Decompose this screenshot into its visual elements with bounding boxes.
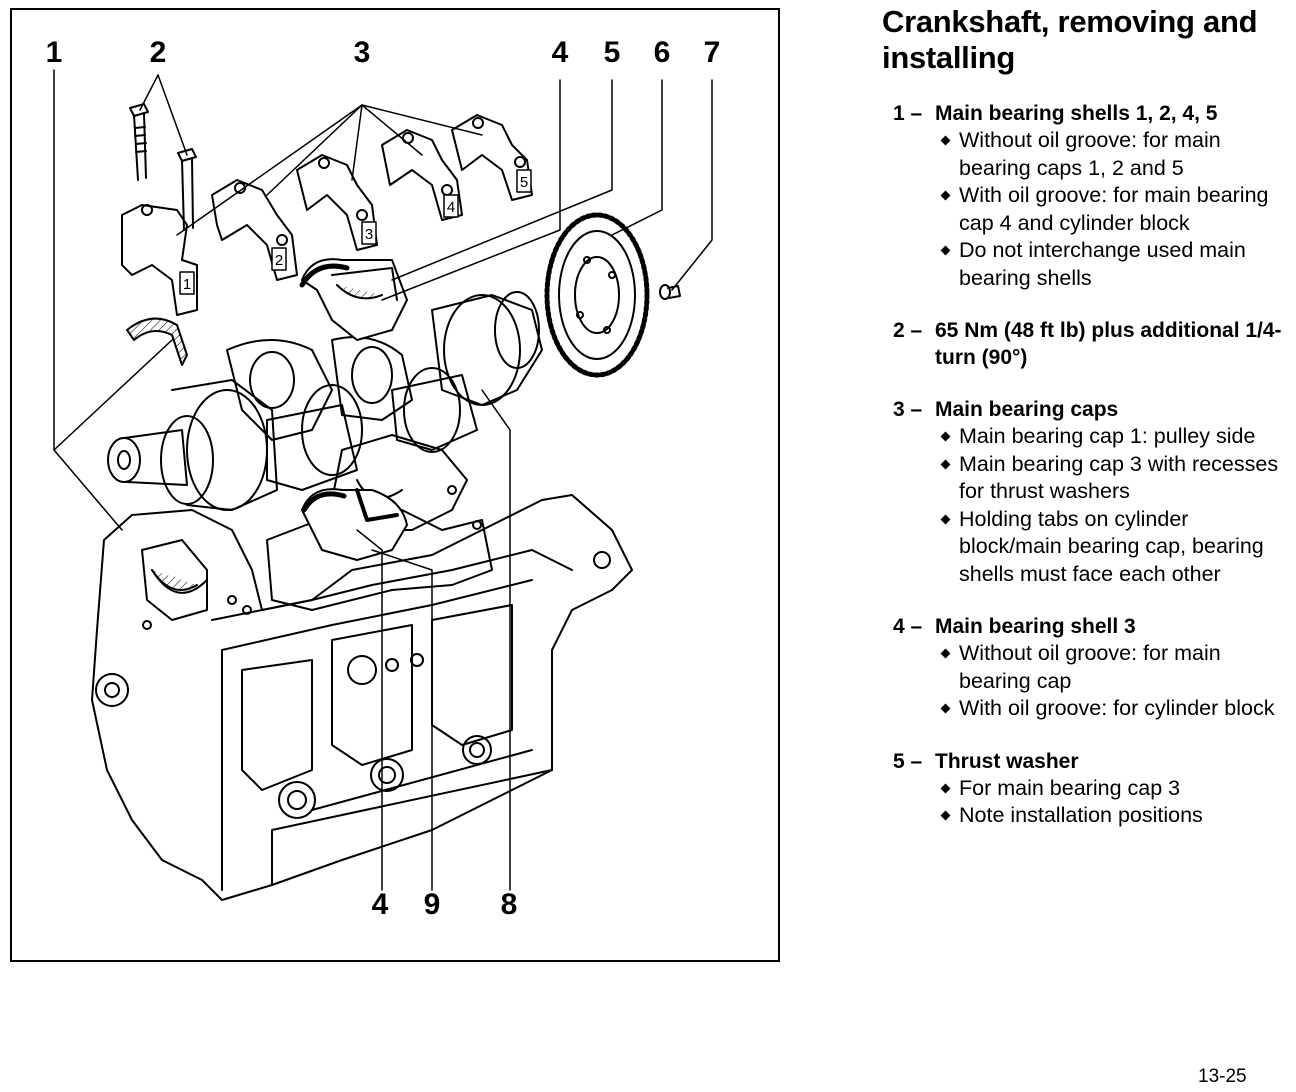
callout-8: 8	[500, 888, 518, 921]
callout-7: 7	[703, 36, 721, 69]
callout-4: 4	[551, 36, 569, 69]
leader-lines	[53, 69, 713, 891]
bullet-diamond-icon	[937, 802, 959, 830]
part-note: Without oil groove: for main bearing cap	[937, 640, 1293, 695]
cap-label: 5	[520, 174, 528, 191]
callout-6: 6	[653, 36, 671, 69]
part-number: 5 –	[893, 749, 923, 773]
bearing-shells	[126, 258, 408, 591]
cap-label: 4	[447, 199, 455, 216]
main-bearing-cap-bolts	[129, 103, 197, 231]
bullet-diamond-icon	[937, 695, 959, 723]
part-note: Holding tabs on cylinder block/main bear…	[937, 506, 1293, 589]
bullet-diamond-icon	[937, 182, 959, 237]
page-title: Crankshaft, removing and installing	[882, 4, 1258, 75]
part-note: Do not interchange used main bearing she…	[937, 237, 1293, 292]
cap-label: 3	[365, 226, 373, 243]
callout-9: 9	[423, 888, 441, 921]
part-number: 4 –	[893, 615, 923, 638]
bullet-diamond-icon	[937, 506, 959, 589]
sensor-wheel-bolt	[659, 284, 681, 300]
callout-1: 1	[45, 36, 63, 69]
part-note: Main bearing cap 1: pulley side	[937, 423, 1293, 451]
part-note: For main bearing cap 3	[937, 775, 1293, 803]
part-heading: Main bearing shells 1, 2, 4, 5	[935, 102, 1218, 125]
callout-5: 5	[603, 36, 621, 69]
part-number: 1 –	[893, 102, 923, 125]
part-heading: 65 Nm (48 ft lb) plus additional 1/4-tur…	[935, 319, 1282, 369]
callout-2: 2	[149, 36, 167, 69]
part-note: With oil groove: for cylinder block	[937, 695, 1293, 723]
cap-number-boxes	[179, 169, 532, 295]
main-bearing-caps	[121, 114, 533, 316]
bullet-diamond-icon	[937, 423, 959, 451]
part-note: Main bearing cap 3 with recesses for thr…	[937, 451, 1293, 506]
callout-4-lower: 4	[371, 888, 389, 921]
page-number: 13-25	[1198, 1066, 1247, 1087]
parts-list: 1 – Main bearing shells 1, 2, 4, 5 Witho…	[893, 100, 1293, 855]
bullet-diamond-icon	[937, 451, 959, 506]
cap-label: 2	[275, 252, 283, 269]
cap-number-labels: 1 2 3 4 5	[183, 174, 528, 293]
bullet-diamond-icon	[937, 127, 959, 182]
part-note: With oil groove: for main bearing cap 4 …	[937, 182, 1293, 237]
engine-block-illustration: 1 2 3 4 5	[53, 69, 713, 901]
part-heading: Thrust washer	[935, 749, 1079, 773]
part-number: 2 –	[893, 319, 923, 342]
sensor-wheel	[544, 212, 650, 378]
part-note: Without oil groove: for main bearing cap…	[937, 127, 1293, 182]
cap-label: 1	[183, 276, 191, 293]
part-item-1: 1 – Main bearing shells 1, 2, 4, 5 Witho…	[893, 100, 1293, 292]
callout-3: 3	[353, 36, 371, 69]
part-heading: Main bearing shell 3	[935, 615, 1136, 638]
part-heading: Main bearing caps	[935, 398, 1119, 421]
part-item-2: 2 – 65 Nm (48 ft lb) plus additional 1/4…	[893, 317, 1293, 371]
bullet-diamond-icon	[937, 640, 959, 695]
bullet-diamond-icon	[937, 775, 959, 803]
crankshaft	[107, 291, 543, 511]
exploded-view-figure: 1 2 3 4 5 1 2 3 4 5 6 7 4 9 8	[10, 8, 780, 962]
part-number: 3 –	[893, 398, 923, 421]
part-item-5: 5 – Thrust washer For main bearing cap 3…	[893, 748, 1293, 830]
part-item-4: 4 – Main bearing shell 3 Without oil gro…	[893, 613, 1293, 723]
part-item-3: 3 – Main bearing caps Main bearing cap 1…	[893, 396, 1293, 588]
part-note: Note installation positions	[937, 802, 1293, 830]
bullet-diamond-icon	[937, 237, 959, 292]
